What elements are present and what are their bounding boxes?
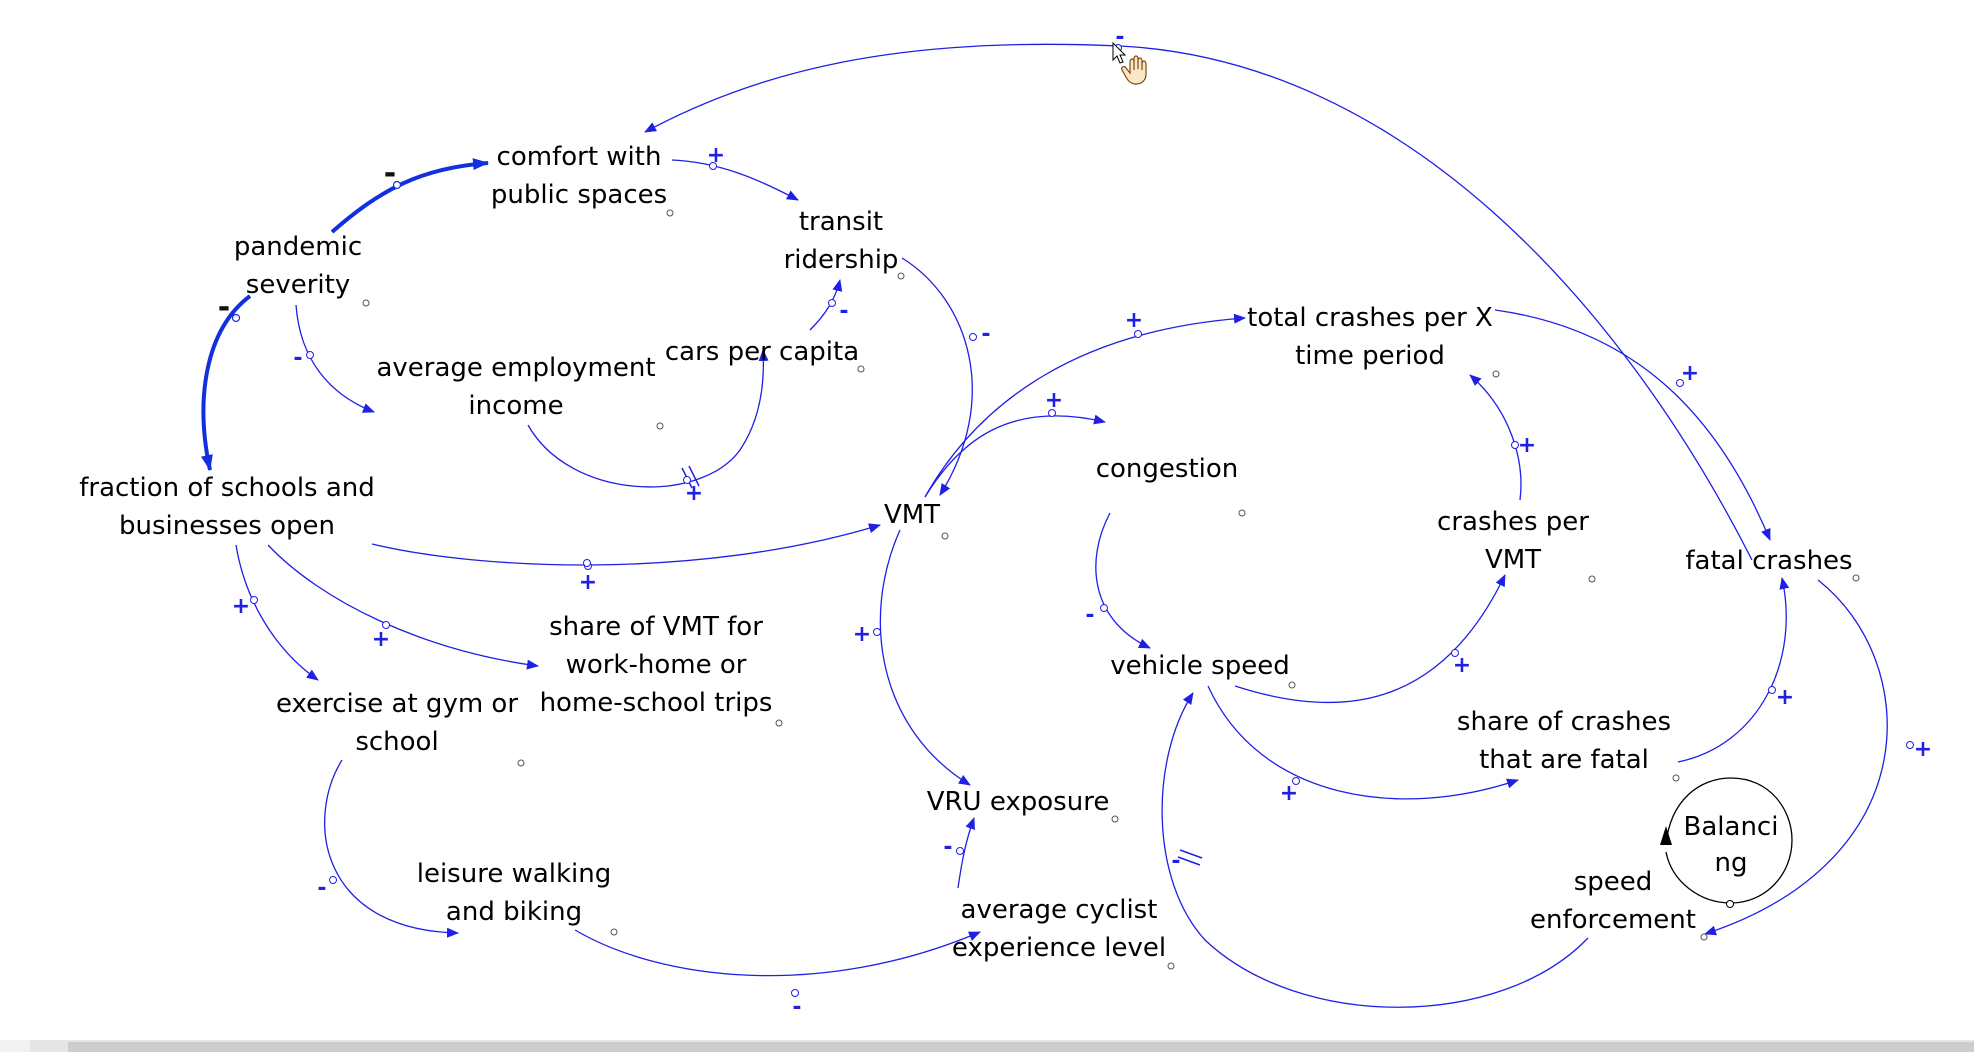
polarity-cyclist-to-vru: - bbox=[943, 835, 953, 860]
polarity-transit-to-vmt: - bbox=[981, 322, 991, 347]
balancing-loop-icon bbox=[1660, 777, 1793, 908]
node-vehicle-speed[interactable]: vehicle speed bbox=[1110, 651, 1290, 681]
link-speed-to-cpv[interactable] bbox=[1234, 574, 1506, 704]
node-fraction-of-schools-open[interactable]: fraction of schools and businesses open bbox=[79, 473, 375, 541]
horizontal-scrollbar[interactable] bbox=[0, 1040, 1974, 1052]
polarity-leisure-to-cyclist: - bbox=[792, 995, 802, 1020]
delay-mark bbox=[1177, 856, 1201, 866]
link-cars-to-transit[interactable] bbox=[809, 279, 843, 331]
polarity-fraction-to-vmt: + bbox=[578, 570, 598, 595]
node-exercise-at-gym[interactable]: exercise at gym or school bbox=[275, 689, 519, 757]
polarity-income-to-cars: + bbox=[684, 481, 704, 506]
node-average-cyclist-experience[interactable]: average cyclist experience level bbox=[951, 895, 1167, 963]
scrollbar-thumb[interactable] bbox=[68, 1042, 1974, 1052]
link-congestion-to-speed[interactable] bbox=[1095, 512, 1151, 649]
node-vru-exposure[interactable]: VRU exposure bbox=[926, 787, 1110, 817]
node-transit-ridership[interactable]: transit ridership bbox=[783, 207, 899, 275]
node-leisure-walking-biking[interactable]: leisure walking and biking bbox=[416, 859, 612, 927]
polarity-cpv-to-total: + bbox=[1517, 433, 1537, 458]
node-vmt[interactable]: VMT bbox=[883, 500, 941, 530]
link-fatal-to-comfort[interactable] bbox=[644, 43, 1753, 561]
link-cpv-to-total[interactable] bbox=[1469, 374, 1522, 501]
link-vmt-to-congestion[interactable] bbox=[924, 414, 1106, 498]
delay-mark bbox=[1179, 849, 1203, 859]
polarity-fatal-to-comfort: - bbox=[1115, 25, 1125, 50]
node-crashes-per-vmt[interactable]: crashes per VMT bbox=[1437, 507, 1589, 575]
link-pandemic-to-income[interactable] bbox=[295, 304, 375, 413]
link-fraction-to-exercise[interactable] bbox=[235, 544, 319, 681]
link-sharefatal-to-fatal[interactable] bbox=[1677, 577, 1790, 763]
link-fraction-to-vmt[interactable] bbox=[371, 523, 881, 566]
node-speed-enforcement[interactable]: speed enforcement bbox=[1530, 867, 1696, 935]
polarity-speed-to-sharefatal: + bbox=[1279, 781, 1299, 806]
polarity-speed-to-cpv: + bbox=[1452, 653, 1472, 678]
polarity-sharefatal-to-fatal: + bbox=[1775, 685, 1795, 710]
polarity-pandemic-to-fraction: - bbox=[217, 290, 231, 325]
polarity-fraction-to-exercise: + bbox=[231, 594, 251, 619]
polarity-vmt-to-vru: + bbox=[852, 622, 872, 647]
polarity-vmt-to-total: + bbox=[1124, 308, 1144, 333]
link-vmt-to-vru[interactable] bbox=[879, 529, 971, 786]
node-fatal-crashes[interactable]: fatal crashes bbox=[1685, 546, 1853, 576]
polarity-exercise-to-leisure: - bbox=[317, 876, 327, 901]
link-speed-to-sharefatal[interactable] bbox=[1207, 685, 1519, 800]
scroll-left-button[interactable] bbox=[0, 1040, 30, 1052]
link-income-to-cars[interactable] bbox=[527, 349, 769, 488]
link-vmt-to-total[interactable] bbox=[924, 313, 1246, 498]
link-leisure-to-cyclist[interactable] bbox=[574, 929, 981, 977]
node-congestion[interactable]: congestion bbox=[1095, 454, 1239, 484]
link-pandemic-to-fraction[interactable] bbox=[200, 294, 252, 471]
link-comfort-to-transit[interactable] bbox=[671, 159, 799, 201]
polarity-vmt-to-congestion: + bbox=[1044, 388, 1064, 413]
hand-cursor-icon bbox=[1112, 42, 1147, 85]
link-exercise-to-leisure[interactable] bbox=[324, 759, 459, 938]
node-comfort-with-public-spaces[interactable]: comfort with public spaces bbox=[490, 142, 668, 210]
link-transit-to-vmt[interactable] bbox=[901, 257, 973, 496]
polarity-fatal-to-enforcement: + bbox=[1913, 737, 1933, 762]
polarity-fraction-to-sharevmt: + bbox=[371, 627, 391, 652]
arrow-cursor-icon bbox=[1112, 42, 1127, 64]
polarity-congestion-to-speed: - bbox=[1085, 603, 1095, 628]
link-cyclist-to-vru[interactable] bbox=[957, 817, 975, 889]
polarity-pandemic-to-income: - bbox=[293, 346, 303, 371]
node-total-crashes[interactable]: total crashes per X time period bbox=[1247, 303, 1493, 371]
link-total-to-fatal[interactable] bbox=[1494, 309, 1771, 541]
node-share-of-vmt[interactable]: share of VMT for work-home or home-schoo… bbox=[539, 612, 773, 718]
polarity-enforcement-to-speed: - bbox=[1171, 849, 1181, 874]
node-share-of-crashes-fatal[interactable]: share of crashes that are fatal bbox=[1456, 707, 1672, 775]
delay-mark bbox=[688, 465, 700, 487]
node-average-employment-income[interactable]: average employment income bbox=[376, 353, 656, 421]
polarity-cars-to-transit: - bbox=[839, 299, 849, 324]
link-pandemic-to-comfort[interactable] bbox=[330, 158, 489, 234]
node-cars-per-capita[interactable]: cars per capita bbox=[664, 337, 860, 367]
link-fatal-to-enforcement[interactable] bbox=[1704, 579, 1888, 936]
node-pandemic-severity[interactable]: pandemic severity bbox=[233, 232, 363, 300]
link-enforcement-to-speed[interactable] bbox=[1161, 692, 1589, 1008]
polarity-comfort-to-transit: + bbox=[706, 143, 726, 168]
polarity-pandemic-to-comfort: - bbox=[383, 156, 397, 191]
loop-label-balancing: Balanci ng bbox=[1683, 812, 1779, 878]
polarity-total-to-fatal: + bbox=[1680, 361, 1700, 386]
link-fraction-to-sharevmt[interactable] bbox=[267, 544, 539, 670]
